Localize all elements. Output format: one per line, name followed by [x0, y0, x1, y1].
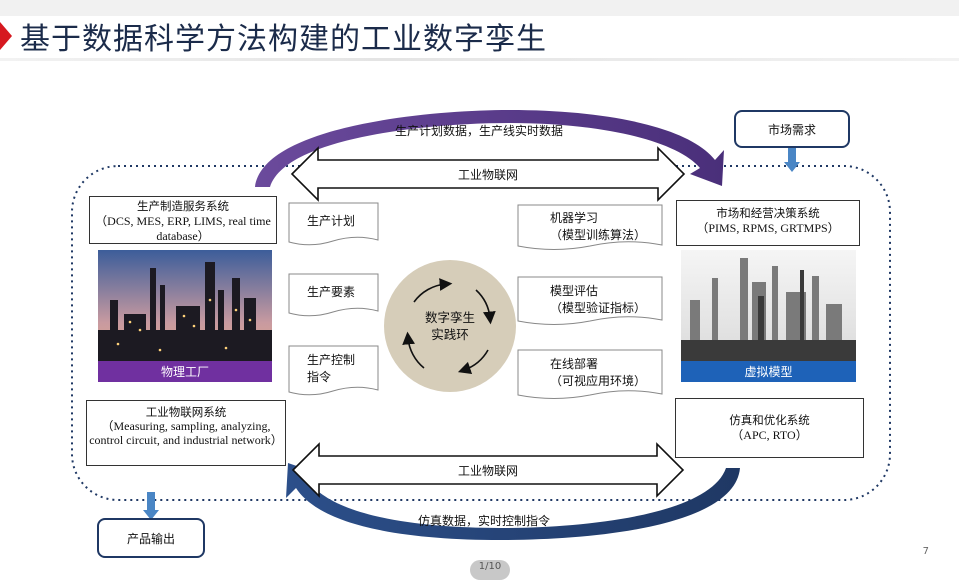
doc-model-evaluation-line2: （模型验证指标） [550, 301, 647, 315]
simulation-system-detail: （APC, RTO） [731, 428, 808, 442]
doc-production-plan-label: 生产计划 [307, 214, 356, 228]
slide-title: 基于数据科学方法构建的工业数字孪生 [20, 22, 547, 57]
doc-production-control-line2: 指令 [307, 370, 332, 384]
doc-shape-plan [288, 202, 379, 246]
system-boundary [71, 165, 891, 501]
bottom-curved-arrow [286, 463, 740, 540]
physical-plant-image [98, 250, 272, 382]
iot-system-box: 工业物联网系统 （Measuring, sampling, analyzing,… [86, 400, 286, 466]
decision-system-title: 市场和经营决策系统 [716, 206, 820, 220]
doc-production-factors-label: 生产要素 [307, 285, 356, 299]
decision-system-box: 市场和经营决策系统 （PIMS, RPMS, GRTMPS） [676, 200, 860, 246]
cycle-arrow-right [475, 289, 496, 325]
doc-shape-factors [288, 273, 379, 317]
doc-shape-ml [517, 204, 663, 250]
doc-production-control-line1: 生产控制 [307, 353, 356, 367]
doc-machine-learning-line1: 机器学习 [550, 211, 599, 225]
virtual-plant-caption-bar: 虚拟模型 [681, 361, 856, 382]
doc-shape-control [288, 345, 379, 396]
simulation-system-box: 仿真和优化系统 （APC, RTO） [675, 398, 864, 458]
doc-production-control: 生产控制 指令 [307, 352, 355, 386]
bottom-iot-double-arrow [291, 442, 685, 498]
title-divider [0, 58, 959, 61]
market-demand-box: 市场需求 [734, 110, 850, 148]
doc-shape-deploy [517, 349, 663, 399]
doc-production-factors: 生产要素 [307, 284, 355, 301]
product-output-box: 产品输出 [97, 518, 205, 558]
simulation-system-title: 仿真和优化系统 [729, 413, 810, 427]
doc-shape-eval [517, 276, 663, 325]
physical-plant-caption: 物理工厂 [98, 361, 272, 382]
mes-system-box: 生产制造服务系统 （DCS, MES, ERP, LIMS, real time… [89, 196, 277, 244]
practice-loop-line1: 数字孪生 [424, 310, 475, 325]
physical-plant-caption-bar: 物理工厂 [98, 361, 272, 382]
top-iot-label: 工业物联网 [458, 168, 519, 182]
output-down-arrow [143, 492, 159, 520]
practice-loop-line2: 实践环 [431, 327, 469, 342]
cycle-arrow-left [402, 331, 425, 369]
doc-machine-learning-line2: （模型训练算法） [550, 228, 647, 242]
doc-model-evaluation-line1: 模型评估 [550, 284, 599, 298]
iot-system-title: 工业物联网系统 [145, 405, 227, 419]
cycle-arrow-bottom [457, 349, 489, 374]
title-marker-icon [0, 22, 12, 50]
doc-production-plan: 生产计划 [307, 213, 355, 230]
iot-system-detail: （Measuring, sampling, analyzing, control… [89, 419, 283, 447]
bottom-arc-label: 仿真数据，实时控制指令 [418, 514, 551, 528]
doc-machine-learning: 机器学习 （模型训练算法） [550, 210, 646, 244]
top-curved-arrow [255, 110, 724, 187]
practice-loop-circle [384, 260, 516, 392]
page-number: 7 [922, 546, 929, 557]
slide-pager[interactable]: 1/10 [470, 560, 510, 580]
doc-online-deployment: 在线部署 （可视应用环境） [550, 356, 646, 390]
bottom-iot-label: 工业物联网 [458, 464, 519, 478]
top-strip [0, 0, 959, 16]
virtual-plant-image [681, 250, 856, 382]
mes-system-title: 生产制造服务系统 [137, 199, 229, 213]
top-arc-label: 生产计划数据，生产线实时数据 [395, 124, 564, 138]
decision-system-detail: （PIMS, RPMS, GRTMPS） [696, 221, 840, 235]
doc-online-deployment-line1: 在线部署 [550, 357, 599, 371]
doc-online-deployment-line2: （可视应用环境） [550, 374, 647, 388]
market-down-arrow [784, 148, 800, 172]
top-iot-double-arrow [290, 146, 686, 202]
virtual-plant-caption: 虚拟模型 [681, 361, 856, 382]
practice-loop-label: 数字孪生 实践环 [410, 309, 490, 343]
cycle-arrow-top [413, 278, 453, 303]
doc-model-evaluation: 模型评估 （模型验证指标） [550, 283, 646, 317]
mes-system-detail: （DCS, MES, ERP, LIMS, real time database… [95, 214, 271, 243]
